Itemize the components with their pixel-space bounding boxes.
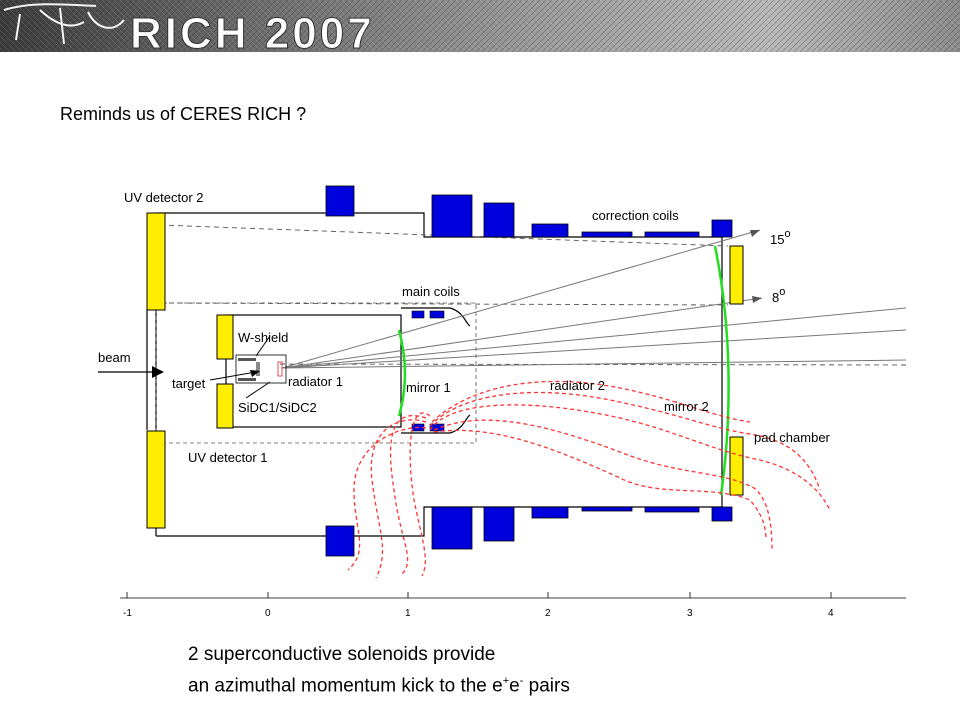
electron-trajectories <box>347 380 831 579</box>
uv-detector-1-panel <box>146 430 166 529</box>
rich-detector-diagram: UV detector 2 UV detector 1 correction c… <box>98 185 906 619</box>
caption-line-1: 2 superconductive solenoids provide <box>188 644 496 665</box>
electron-symbol: e <box>509 675 520 697</box>
label-w-shield: W-shield <box>238 330 288 345</box>
mirror-2 <box>713 245 730 496</box>
label-target: target <box>172 376 206 391</box>
label-correction-coils: correction coils <box>592 208 679 223</box>
label-radiator-2: radiator 2 <box>550 378 605 393</box>
axis-tick: 4 <box>828 608 834 619</box>
beam-arrow <box>98 366 164 378</box>
particle-trajectories <box>281 229 906 369</box>
label-pad-chamber: pad chamber <box>754 430 831 445</box>
radiator-1-vessel <box>225 307 471 434</box>
sidc-pointer <box>245 381 271 399</box>
label-main-coils: main coils <box>402 284 460 299</box>
intro-text: Reminds us of CERES RICH ? <box>60 104 307 124</box>
caption-line-2: an azimuthal momentum kick to the e+e- p… <box>188 668 570 699</box>
banner-graphic: RICH 2007 <box>0 0 960 52</box>
label-radiator-1: radiator 1 <box>288 374 343 389</box>
w-shield-upper <box>216 314 234 360</box>
pad-chamber-upper <box>729 245 744 305</box>
axis-tick: -1 <box>123 608 132 619</box>
axis-tick: 1 <box>405 608 411 619</box>
caption-line-2-prefix: an azimuthal momentum kick to the e <box>188 675 503 697</box>
w-shield-pointer <box>255 335 271 357</box>
vessel-outline <box>146 212 723 537</box>
acceptance-lines <box>159 224 906 366</box>
label-uv-detector-1: UV detector 1 <box>188 450 268 465</box>
arrowhead-8 <box>752 296 762 303</box>
axis-tick: 0 <box>265 608 271 619</box>
label-uv-detector-2: UV detector 2 <box>124 190 204 205</box>
mirror-1 <box>397 329 407 417</box>
target-arrow <box>209 370 260 381</box>
uv-detector-2-panel <box>146 212 166 311</box>
pad-chamber-lower <box>729 436 744 496</box>
label-sidc: SiDC1/SiDC2 <box>238 400 317 415</box>
positron-superscript: + <box>502 675 510 687</box>
field-region-outline <box>155 302 477 444</box>
x-axis <box>120 592 906 599</box>
header-banner: RICH 2007 <box>0 0 960 52</box>
electron-superscript: - <box>519 675 524 687</box>
correction-coils <box>325 185 733 557</box>
w-shield-lower <box>216 383 234 429</box>
sidc-detectors <box>235 354 287 384</box>
label-mirror-1: mirror 1 <box>406 380 451 395</box>
axis-tick: 2 <box>545 608 551 619</box>
logo-icon <box>3 3 125 45</box>
caption-line-2-suffix: pairs <box>523 675 570 697</box>
axis-tick: 3 <box>687 608 693 619</box>
label-angle-8: 8o <box>772 286 785 305</box>
header-title: RICH 2007 <box>130 9 375 52</box>
label-beam: beam <box>98 350 131 365</box>
arrowhead-15 <box>750 230 760 237</box>
label-mirror-2: mirror 2 <box>664 399 709 414</box>
caption: 2 superconductive solenoids provide an a… <box>188 642 570 699</box>
label-angle-15: 15o <box>770 228 791 247</box>
